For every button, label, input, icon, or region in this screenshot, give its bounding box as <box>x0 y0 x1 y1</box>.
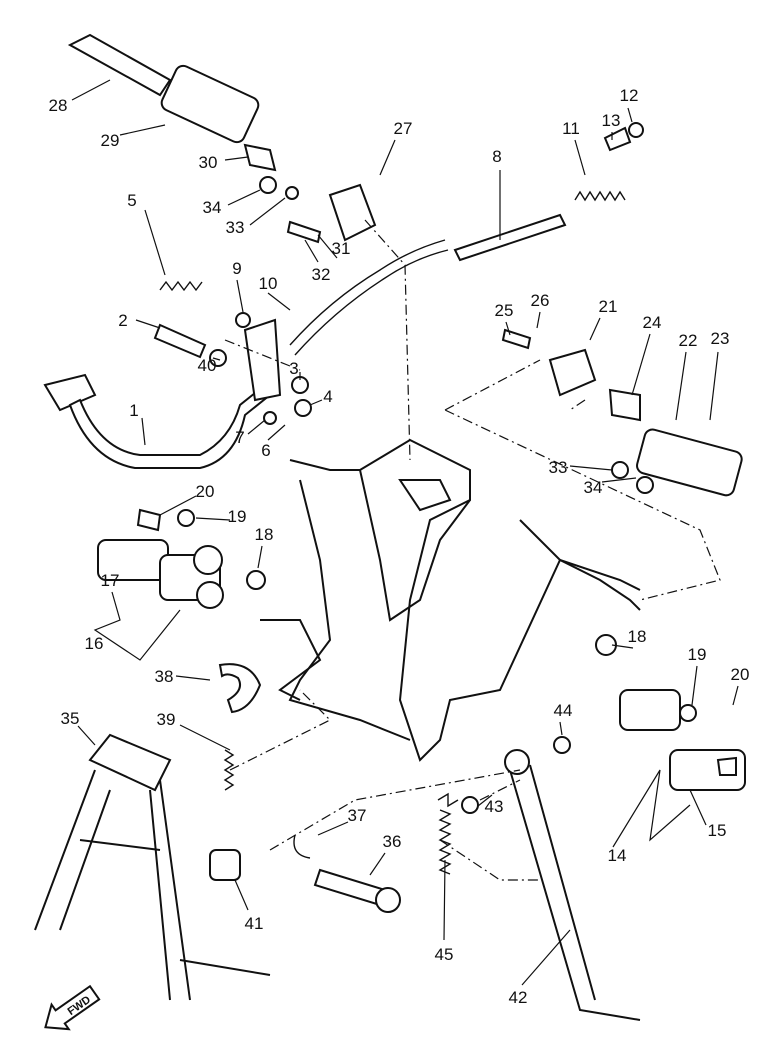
brake-rod <box>289 213 567 356</box>
small-parts <box>136 122 737 859</box>
brake-pedal <box>43 318 282 469</box>
part-label: 4 <box>323 387 332 406</box>
part-label: 33 <box>226 218 245 237</box>
part-label: 25 <box>495 301 514 320</box>
part-label: 40 <box>198 356 217 375</box>
leader-lines <box>71 79 739 986</box>
part-label: 38 <box>155 667 174 686</box>
part-label: 33 <box>549 458 568 477</box>
hook-38 <box>218 663 262 714</box>
part-label: 32 <box>312 265 331 284</box>
part-label: 14 <box>608 846 627 865</box>
part-label: 18 <box>255 525 274 544</box>
fwd-arrow-icon: FWD <box>44 984 101 1031</box>
part-label: 42 <box>509 988 528 1007</box>
spring-45 <box>437 792 459 875</box>
part-label: 22 <box>679 331 698 350</box>
part-label: 11 <box>562 119 580 138</box>
part-label: 1 <box>129 401 138 420</box>
footrest-right <box>548 348 743 497</box>
part-label: 8 <box>492 147 501 166</box>
part-label: 17 <box>101 571 120 590</box>
main-stand <box>34 733 271 1001</box>
part-label: 24 <box>643 313 662 332</box>
part-label: 10 <box>259 274 278 293</box>
part-label: 19 <box>688 645 707 664</box>
part-label: 29 <box>101 131 120 150</box>
part-label: 34 <box>584 478 603 497</box>
part-label: 31 <box>332 239 351 258</box>
part-label: 30 <box>199 153 218 172</box>
part-label: 13 <box>602 111 621 130</box>
part-label: 16 <box>85 634 104 653</box>
part-label: 34 <box>203 198 222 217</box>
spring-5 <box>159 280 203 292</box>
part-label: 15 <box>708 821 727 840</box>
part-label: 39 <box>157 710 176 729</box>
part-label: 2 <box>118 311 127 330</box>
part-label: 43 <box>485 797 504 816</box>
part-label: 45 <box>435 945 454 964</box>
part-label: 20 <box>731 665 750 684</box>
pivot-pin-36 <box>313 868 401 913</box>
part-labels: 28 29 30 34 33 27 8 11 13 12 5 9 10 31 3… <box>49 86 750 1007</box>
part-label: 7 <box>235 428 244 447</box>
footrest-left <box>67 33 277 172</box>
part-label: 6 <box>261 441 270 460</box>
part-label: 35 <box>61 709 80 728</box>
part-label: 41 <box>245 914 264 933</box>
part-label: 21 <box>599 297 618 316</box>
part-label: 5 <box>127 191 136 210</box>
part-label: 3 <box>289 359 298 378</box>
part-label: 20 <box>196 482 215 501</box>
part-label: 28 <box>49 96 68 115</box>
spring-39 <box>223 749 235 791</box>
part-label: 9 <box>232 259 241 278</box>
part-label: 26 <box>531 291 550 310</box>
stopper-41 <box>209 849 241 881</box>
part-label: 18 <box>628 627 647 646</box>
part-label: 23 <box>711 329 730 348</box>
part-label: 27 <box>394 119 413 138</box>
footrest-bracket-left <box>97 539 224 609</box>
part-label: 37 <box>348 806 367 825</box>
part-label: 12 <box>620 86 639 105</box>
side-stand <box>504 749 641 1021</box>
part-label: 36 <box>383 832 402 851</box>
part-label: 44 <box>554 701 573 720</box>
part-label: 19 <box>228 507 247 526</box>
frame <box>260 438 641 762</box>
spring-11 <box>574 190 626 202</box>
